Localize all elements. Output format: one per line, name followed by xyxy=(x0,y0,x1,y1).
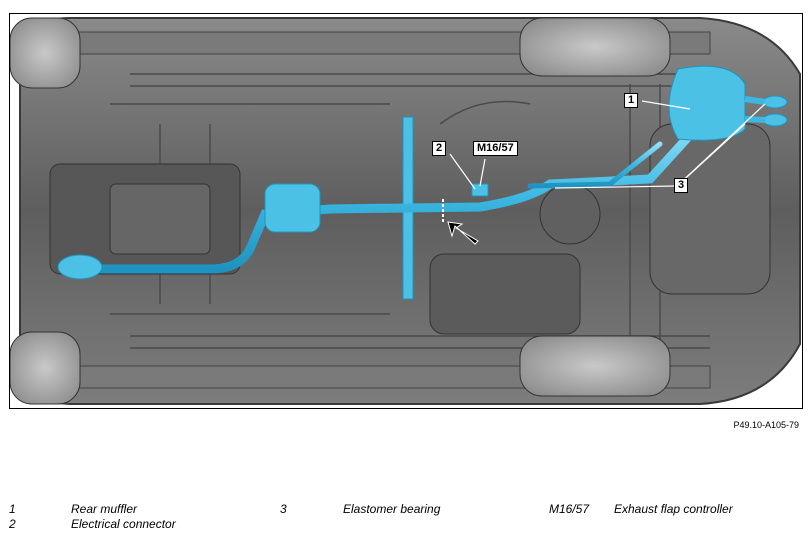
vehicle-underbody-drawing xyxy=(10,14,802,408)
spare-wheel-well xyxy=(649,123,771,295)
tailpipe-upper xyxy=(762,95,788,109)
legend-text-2: Electrical connector xyxy=(71,517,176,531)
legend-code-2: 2 xyxy=(9,517,16,531)
callout-m16-57: M16/57 xyxy=(473,141,518,156)
callout-3: 3 xyxy=(674,178,689,193)
callout-2: 2 xyxy=(432,141,447,156)
leader-lines xyxy=(449,100,766,190)
rear-left-tire xyxy=(519,17,671,77)
front-left-tire xyxy=(10,17,81,89)
center-muffler xyxy=(264,183,321,233)
fuel-tank xyxy=(429,253,581,335)
front-right-tire xyxy=(10,331,81,405)
exhaust-system xyxy=(60,119,705,274)
legend-text-3: Elastomer bearing xyxy=(343,502,441,516)
legend-text-m16-57: Exhaust flap controller xyxy=(614,502,733,516)
tailpipe-lower xyxy=(762,113,788,127)
legend-code-1: 1 xyxy=(9,502,16,516)
underbody-illustration: 1 2 M16/57 3 xyxy=(9,13,803,409)
transmission xyxy=(109,183,211,255)
legend-code-m16-57: M16/57 xyxy=(549,502,590,516)
legend-text-1: Rear muffler xyxy=(71,502,138,516)
rear-muffler xyxy=(668,65,746,141)
callout-1: 1 xyxy=(624,93,639,108)
legend-code-3: 3 xyxy=(280,502,287,516)
catalytic-converter xyxy=(57,254,103,280)
figure-reference: P49.10-A105-79 xyxy=(733,420,799,430)
rear-right-tire xyxy=(519,335,671,397)
arrow-icon xyxy=(447,221,479,245)
